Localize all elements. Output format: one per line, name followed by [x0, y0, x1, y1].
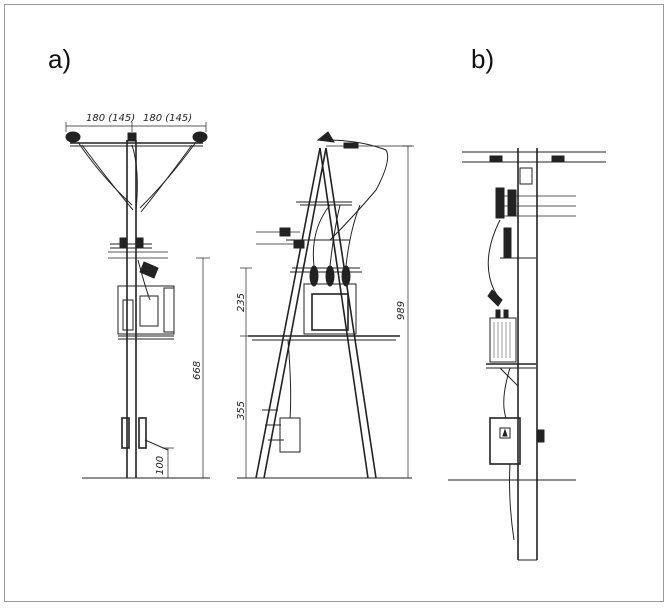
pole-drawing-side: 235 355 989: [236, 131, 414, 479]
insulator-right: [192, 131, 208, 143]
panel-label-b: b): [471, 44, 495, 74]
cabinet-b: [489, 417, 521, 465]
insulator-center: [127, 132, 137, 142]
figure-frame: [4, 4, 664, 602]
dim-height-235: 235: [236, 293, 247, 312]
insulator-left: [65, 131, 81, 143]
dim-crossarm-right: 180 (145): [143, 113, 192, 124]
dim-height-100: 100: [155, 456, 166, 475]
transformer-a2: [303, 283, 357, 335]
dim-crossarm-left: 180 (145): [86, 113, 135, 124]
dim-height-355: 355: [236, 401, 247, 420]
pole-drawing-front: 180 (145) 180 (145) 668: [65, 113, 210, 479]
panel-label-a: a): [48, 44, 72, 74]
dim-height-989: 989: [396, 301, 407, 320]
dim-height-668: 668: [192, 361, 203, 380]
pole-drawing-b: [448, 148, 606, 561]
transformer-b: [489, 317, 517, 363]
